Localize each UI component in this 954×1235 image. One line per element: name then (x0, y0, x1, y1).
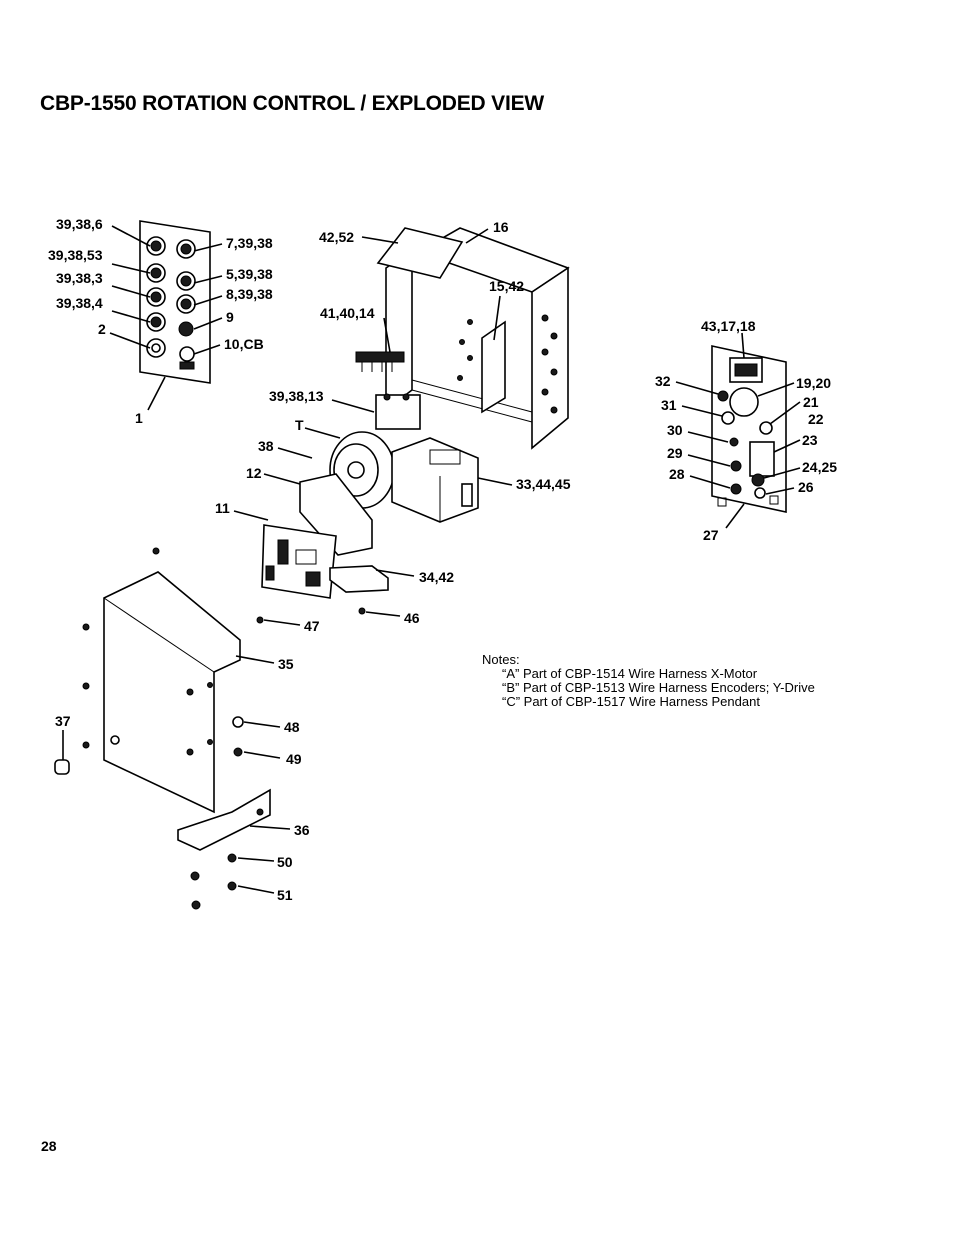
label-39-38-4: 39,38,4 (56, 295, 103, 311)
label-48: 48 (284, 719, 300, 735)
label-39-38-6: 39,38,6 (56, 216, 103, 232)
label-39-38-13: 39,38,13 (269, 388, 324, 404)
note-c: “C” Part of CBP-1517 Wire Harness Pendan… (502, 694, 760, 709)
label-24-25: 24,25 (802, 459, 837, 475)
label-42-52: 42,52 (319, 229, 354, 245)
enclosure-screws (82, 547, 366, 910)
label-5-39-38: 5,39,38 (226, 266, 273, 282)
label-34-42: 34,42 (419, 569, 454, 585)
label-47: 47 (304, 618, 320, 634)
label-9: 9 (226, 309, 234, 325)
label-1: 1 (135, 410, 143, 426)
label-32: 32 (655, 373, 671, 389)
label-10-cb: 10,CB (224, 336, 264, 352)
label-16: 16 (493, 219, 509, 235)
base-plate (177, 788, 271, 851)
label-33-44-45: 33,44,45 (516, 476, 571, 492)
motor-housing (391, 437, 479, 523)
circuit-card-15 (481, 320, 506, 414)
label-t: T (295, 417, 304, 433)
connector-panel (139, 220, 211, 384)
label-7-39-38: 7,39,38 (226, 235, 273, 251)
foot-37 (54, 759, 70, 775)
label-41-40-14: 41,40,14 (320, 305, 375, 321)
note-a: “A” Part of CBP-1514 Wire Harness X-Moto… (502, 666, 758, 681)
label-39-38-3: 39,38,3 (56, 270, 103, 286)
label-21: 21 (803, 394, 819, 410)
page-number: 28 (41, 1138, 57, 1154)
control-board-11 (261, 524, 337, 599)
label-22: 22 (808, 411, 824, 427)
label-12: 12 (246, 465, 262, 481)
label-50: 50 (277, 854, 293, 870)
label-23: 23 (802, 432, 818, 448)
label-31: 31 (661, 397, 677, 413)
mounting-plate-12 (299, 473, 373, 556)
label-49: 49 (286, 751, 302, 767)
leader-lines (62, 225, 801, 894)
label-11: 11 (215, 500, 230, 516)
label-36: 36 (294, 822, 310, 838)
label-27: 27 (703, 527, 719, 543)
note-b: “B” Part of CBP-1513 Wire Harness Encode… (502, 680, 815, 695)
label-38: 38 (258, 438, 274, 454)
label-8-39-38: 8,39,38 (226, 286, 273, 302)
label-15-42: 15,42 (489, 278, 524, 294)
callout-labels: 39,38,6 39,38,53 39,38,3 39,38,4 2 1 7,3… (48, 216, 837, 903)
enclosure-cover (103, 571, 241, 814)
label-37: 37 (55, 713, 71, 729)
notes-block: Notes: “A” Part of CBP-1514 Wire Harness… (482, 653, 815, 709)
control-board-components (265, 539, 321, 587)
label-26: 26 (798, 479, 814, 495)
label-35: 35 (278, 656, 294, 672)
bracket-34 (329, 565, 389, 593)
label-29: 29 (667, 445, 683, 461)
label-30: 30 (667, 422, 683, 438)
label-28: 28 (669, 466, 685, 482)
label-2: 2 (98, 321, 106, 337)
terminal-block (355, 351, 405, 372)
label-39-38-53: 39,38,53 (48, 247, 103, 263)
front-control-panel (711, 345, 787, 513)
page-title: CBP-1550 ROTATION CONTROL / EXPLODED VIE… (40, 92, 545, 115)
top-cover-plate (376, 227, 464, 279)
label-19-20: 19,20 (796, 375, 831, 391)
capacitor (375, 393, 421, 430)
notes-heading: Notes: (482, 652, 520, 667)
label-46: 46 (404, 610, 420, 626)
label-51: 51 (277, 887, 293, 903)
label-43-17-18: 43,17,18 (701, 318, 756, 334)
